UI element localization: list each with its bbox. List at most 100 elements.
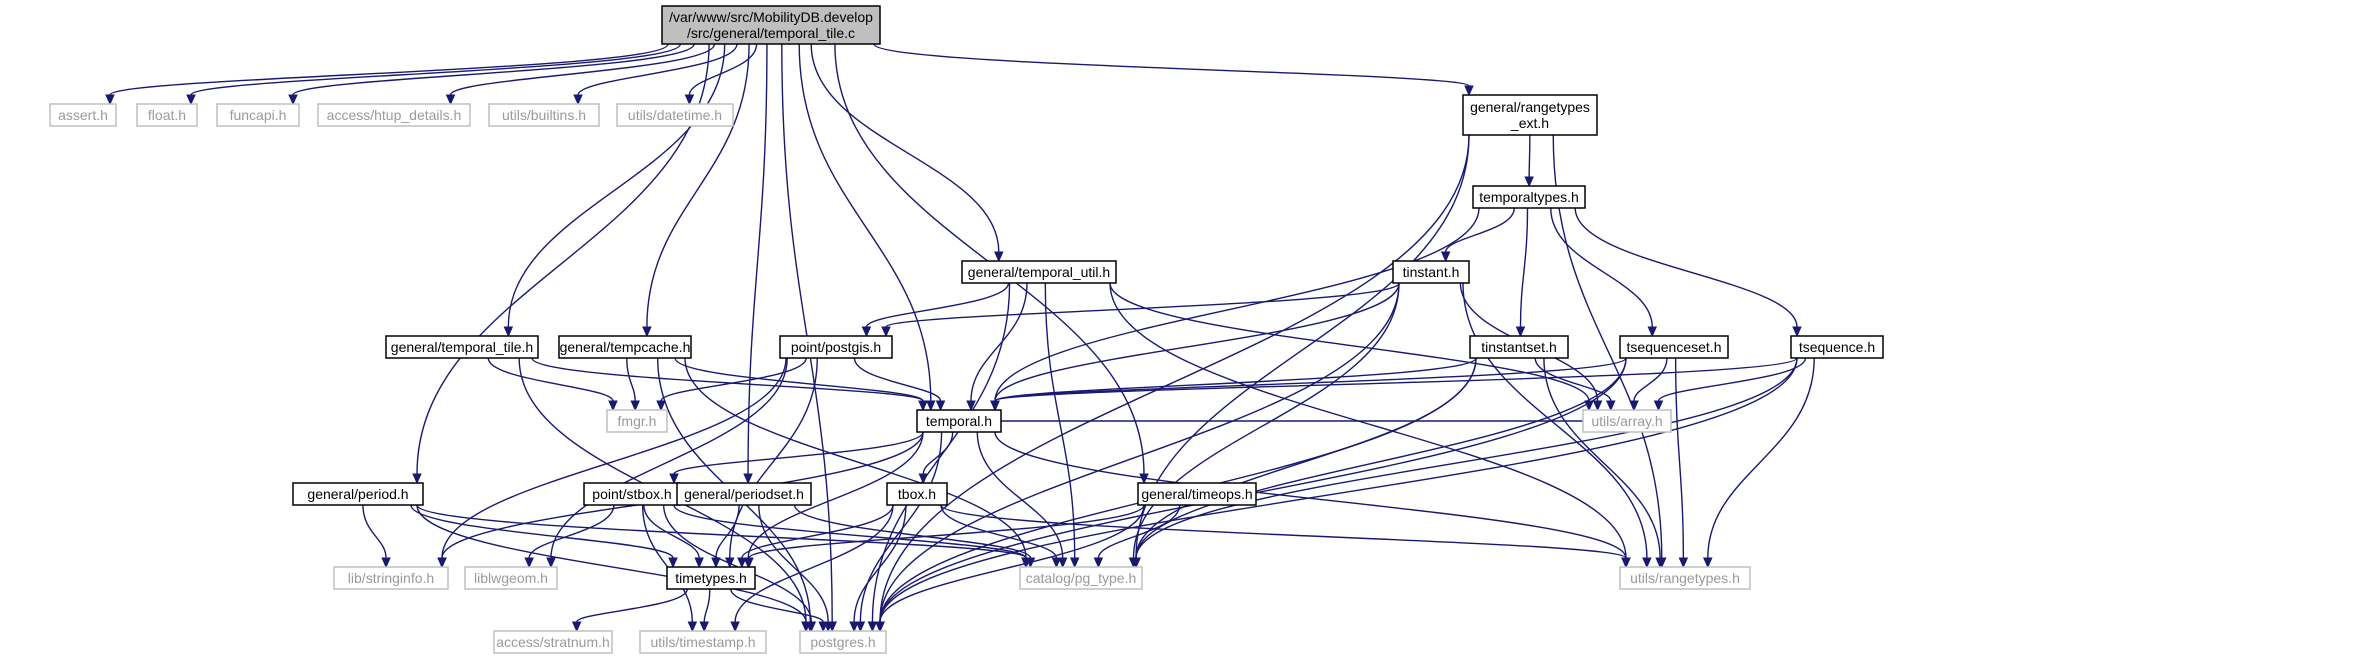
arrowhead-root-to-period <box>412 473 422 485</box>
node-periodset[interactable]: general/periodset.h <box>676 482 812 506</box>
arrowhead-timeops-to-timetypes <box>744 557 754 569</box>
edge-temporaltypes-to-tsequence <box>1574 207 1798 328</box>
node-box-periodset <box>676 482 812 506</box>
edge-tbox-to-postgres <box>853 504 907 623</box>
node-box-array <box>1582 409 1672 433</box>
arrowhead-tbox-to-timestamp <box>730 621 740 633</box>
node-box-tinstant <box>1392 260 1470 284</box>
node-tsequenceset[interactable]: tsequenceset.h <box>1619 335 1729 359</box>
arrowhead-stbox-to-timestamp <box>687 621 698 633</box>
edge-timetypes-to-timestamp <box>703 588 711 623</box>
edge-tsequenceset-to-temporal <box>994 357 1627 402</box>
node-stbox[interactable]: point/stbox.h <box>583 482 681 506</box>
node-postgres: postgres.h <box>799 630 887 654</box>
node-box-datetime <box>616 103 734 127</box>
node-label-timeops: general/timeops.h <box>1141 486 1252 502</box>
node-temporaltypes[interactable]: temporaltypes.h <box>1472 185 1586 209</box>
node-box-htup_details <box>317 103 471 127</box>
node-stratnum: access/stratnum.h <box>493 630 613 654</box>
node-label-root: /var/www/src/MobilityDB.develop <box>669 9 873 25</box>
edge-temporal_util-to-postgis <box>865 282 1010 328</box>
node-timestamp: utils/timestamp.h <box>639 630 767 654</box>
node-liblwgeom: liblwgeom.h <box>464 566 558 590</box>
edge-root-to-assert <box>109 43 669 96</box>
edge-root-to-builtins <box>577 43 738 96</box>
node-label-timestamp: utils/timestamp.h <box>650 634 755 650</box>
edge-timetypes-to-stratnum <box>576 588 688 623</box>
arrowhead-rangetypes_ext-to-temporaltypes <box>1524 176 1534 188</box>
edge-tsequence-to-pg_type <box>1135 357 1798 559</box>
arrowhead-root-to-float <box>186 94 196 106</box>
node-temporal_util[interactable]: general/temporal_util.h <box>961 260 1117 284</box>
edge-temporal-to-stbox <box>673 431 924 475</box>
arrowhead-temporal_tile_h-to-fmgr <box>608 400 618 412</box>
arrowhead-postgis-to-fmgr <box>656 400 666 412</box>
node-label-tsequenceset: tsequenceset.h <box>1627 339 1722 355</box>
edge-temporal_util-to-pg_type <box>1044 282 1076 559</box>
node-timeops[interactable]: general/timeops.h <box>1137 482 1257 506</box>
node-label-stratnum: access/stratnum.h <box>496 634 610 650</box>
node-box-builtins <box>488 103 600 127</box>
node-tinstant[interactable]: tinstant.h <box>1392 260 1470 284</box>
arrowhead-root-to-tempcache <box>642 326 652 338</box>
arrowhead-root-to-periodset <box>743 473 753 485</box>
edge-postgis-to-stringinfo <box>441 357 787 559</box>
node-label-temporal_tile_h: general/temporal_tile.h <box>391 339 533 355</box>
edge-tbox-to-timestamp <box>734 504 894 623</box>
arrowhead-tsequence-to-rangetypes <box>1703 557 1713 569</box>
node-box-timeops <box>1137 482 1257 506</box>
node-box-tsequence <box>1790 335 1884 359</box>
edge-tinstantset-to-array <box>1534 357 1612 402</box>
node-temporal[interactable]: temporal.h <box>916 409 1002 433</box>
arrowhead-timeops-to-postgres <box>875 621 885 633</box>
arrowhead-tbox-to-timetypes <box>737 557 747 569</box>
edge-temporaltypes-to-tinstant <box>1445 207 1515 253</box>
edge-periodset-to-timetypes <box>715 504 740 559</box>
node-label-array: utils/array.h <box>1591 413 1662 429</box>
node-builtins: utils/builtins.h <box>488 103 600 127</box>
node-box-stringinfo <box>333 566 449 590</box>
edge-period-to-postgres <box>416 504 807 623</box>
edge-temporal_util-to-temporal <box>970 282 1028 402</box>
arrowhead-temporal_util-to-postgres <box>867 621 878 633</box>
nodes-layer: /var/www/src/MobilityDB.develop/src/gene… <box>49 5 1884 654</box>
edge-temporal-to-postgres <box>859 431 943 623</box>
node-box-tinstantset <box>1469 335 1569 359</box>
node-box-timestamp <box>639 630 767 654</box>
node-rangetypes_ext[interactable]: general/rangetypes_ext.h <box>1462 94 1598 136</box>
node-tsequence[interactable]: tsequence.h <box>1790 335 1884 359</box>
node-tempcache[interactable]: general/tempcache.h <box>558 335 692 359</box>
edge-tbox-to-pg_type <box>940 504 1058 559</box>
node-timetypes[interactable]: timetypes.h <box>666 566 756 590</box>
node-label-tinstantset: tinstantset.h <box>1481 339 1557 355</box>
edge-temporal_util-to-postgres <box>871 282 1011 623</box>
node-tbox[interactable]: tbox.h <box>886 482 948 506</box>
node-label-periodset: general/periodset.h <box>684 486 804 502</box>
node-period[interactable]: general/period.h <box>292 482 424 506</box>
edge-timeops-to-pg_type <box>1097 504 1181 559</box>
arrowhead-tempcache-to-temporal <box>918 400 928 412</box>
edge-temporaltypes-to-tsequenceset <box>1550 207 1653 328</box>
arrowhead-tsequence-to-temporal <box>990 400 1000 412</box>
arrowhead-temporal-to-pg_type <box>1057 557 1068 569</box>
node-label-assert: assert.h <box>58 107 108 123</box>
edge-tinstant-to-temporal <box>994 282 1400 402</box>
node-box-temporal <box>916 409 1002 433</box>
edge-period-to-timetypes <box>410 504 674 559</box>
node-postgis[interactable]: point/postgis.h <box>779 335 893 359</box>
node-label-stbox: point/stbox.h <box>592 486 671 502</box>
arrowhead-temporaltypes-to-tinstantset <box>1515 326 1526 338</box>
arrowhead-temporaltypes-to-tinstant <box>1440 251 1451 263</box>
arrowhead-timeops-to-pg_type <box>1093 557 1104 569</box>
node-label-tempcache: general/tempcache.h <box>560 339 691 355</box>
arrowhead-tsequenceset-to-array <box>1629 400 1639 412</box>
edge-postgis-to-timetypes <box>729 357 818 559</box>
edge-root-to-temporal_tile_h <box>507 43 726 328</box>
edge-tsequenceset-to-rangetypes <box>1674 357 1685 559</box>
edge-timeops-to-timetypes <box>748 504 1145 559</box>
node-box-rangetypes <box>1619 566 1751 590</box>
node-box-pg_type <box>1019 566 1143 590</box>
node-temporal_tile_h[interactable]: general/temporal_tile.h <box>385 335 539 359</box>
edge-temporal_tile_h-to-fmgr <box>487 357 614 402</box>
node-tinstantset[interactable]: tinstantset.h <box>1469 335 1569 359</box>
